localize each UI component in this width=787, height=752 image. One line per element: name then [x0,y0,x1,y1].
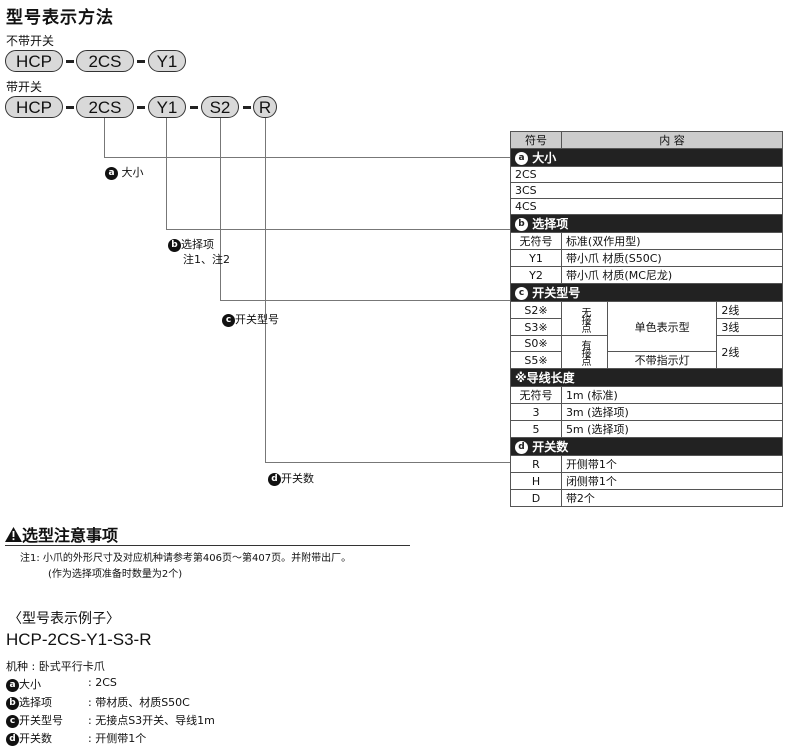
model-part-option: Y1 [148,50,186,72]
table-cell-code: D [510,489,562,507]
table-cell-code: H [510,472,562,490]
table-cell-code: Y1 [510,249,562,267]
table-cell-text: 带小爪 材质(MC尼龙) [560,266,784,284]
model-part-size: 2CS [76,96,134,118]
table-cell-text: 3m (选择项) [560,403,784,421]
callout-option-notes: 注1、注2 [183,253,230,266]
leader-line [166,229,510,230]
spec-table: 符号内 容 a 大小 2CS 3CS 4CS b 选择项 无符号标准(双作用型)… [510,131,784,507]
table-cell-code: S5※ [510,351,562,369]
circle-b-icon: b [6,696,19,710]
table-cell-text: 闭侧带1个 [560,472,784,490]
model-part-option: Y1 [148,96,186,118]
example-value: : 开侧带1个 [88,732,147,745]
dash [190,106,198,109]
dash [243,106,251,109]
callout-size: a 大小 [105,164,144,180]
divider [5,545,410,546]
table-cell-code: Y2 [510,266,562,284]
section-count: d 开关数 [510,437,783,456]
section-size: a 大小 [510,148,783,167]
example-heading: 〈型号表示例子〉 [8,611,120,627]
leader-line [220,118,221,301]
leader-line [265,118,266,463]
wire-count: 2线 [716,335,783,369]
table-cell-text: 5m (选择项) [560,420,784,438]
example-kind: 机种 : 卧式平行卡爪 [6,660,105,673]
model-part-size: 2CS [76,50,134,72]
circle-b-icon: b [168,238,181,252]
example-value: : 无接点S3开关、导线1m [88,714,215,727]
contact-none: 无接点 [560,301,608,336]
table-row: 3CS [510,182,783,199]
table-cell-code: R [510,455,562,473]
note-1: 注1: 小爪的外形尺寸及对应机种请参考第406页～第407页。并附带出厂。 [20,553,352,564]
warning-icon [5,527,22,542]
wire-count: 3线 [716,318,783,336]
table-cell-text: 带2个 [560,489,784,507]
table-cell-text: 标准(双作用型) [560,232,784,250]
table-cell-text: 1m (标准) [560,386,784,404]
example-value: : 带材质、材质S50C [88,696,190,709]
example-model: HCP-2CS-Y1-S3-R [6,630,152,649]
table-cell-code: 3 [510,403,562,421]
circle-b-icon: b [515,218,528,231]
table-cell-code: 5 [510,420,562,438]
model-part-hcp: HCP [5,96,63,118]
type-no-indicator: 不带指示灯 [606,351,718,369]
table-cell-code: S3※ [510,318,562,336]
table-cell-code: S0※ [510,335,562,352]
leader-line [104,157,510,158]
circle-c-icon: c [6,714,19,728]
table-row: 4CS [510,198,783,215]
dash [66,60,74,63]
table-cell-code: 无符号 [510,232,562,250]
type-single: 单色表示型 [606,301,718,352]
dash [137,106,145,109]
table-cell-code: 无符号 [510,386,562,404]
leader-line [166,118,167,230]
leader-line [104,118,105,158]
circle-c-icon: c [515,287,528,300]
circle-d-icon: d [268,472,281,486]
circle-a-icon: a [515,152,528,165]
section-switch: c 开关型号 [510,283,783,302]
circle-a-icon: a [105,166,118,180]
section-lead: ※导线长度 [510,368,783,387]
section-option: b 选择项 [510,214,783,233]
page-title: 型号表示方法 [6,8,114,28]
contact-yes: 有接点 [560,335,608,369]
circle-c-icon: c [222,313,235,327]
circle-d-icon: d [6,732,19,746]
note-2: (作为选择项准备时数量为2个) [48,569,183,580]
caution-heading: 选型注意事项 [5,522,118,546]
leader-line [265,462,510,463]
wire-count: 2线 [716,301,783,319]
model-part-count: R [253,96,277,118]
model-part-switch: S2 [201,96,239,118]
leader-line [220,300,510,301]
table-head-content: 内 容 [560,131,784,149]
circle-a-icon: a [6,678,19,692]
circle-d-icon: d [515,441,528,454]
table-cell-text: 带小爪 材质(S50C) [560,249,784,267]
table-cell-text: 开侧带1个 [560,455,784,473]
table-row: 2CS [510,166,783,183]
example-value: : 2CS [88,676,117,689]
dash [137,60,145,63]
table-cell-code: S2※ [510,301,562,319]
dash [66,106,74,109]
model-part-hcp: HCP [5,50,63,72]
with-switch-label: 带开关 [6,80,43,94]
no-switch-label: 不带开关 [6,34,55,48]
table-head-code: 符号 [510,131,562,149]
